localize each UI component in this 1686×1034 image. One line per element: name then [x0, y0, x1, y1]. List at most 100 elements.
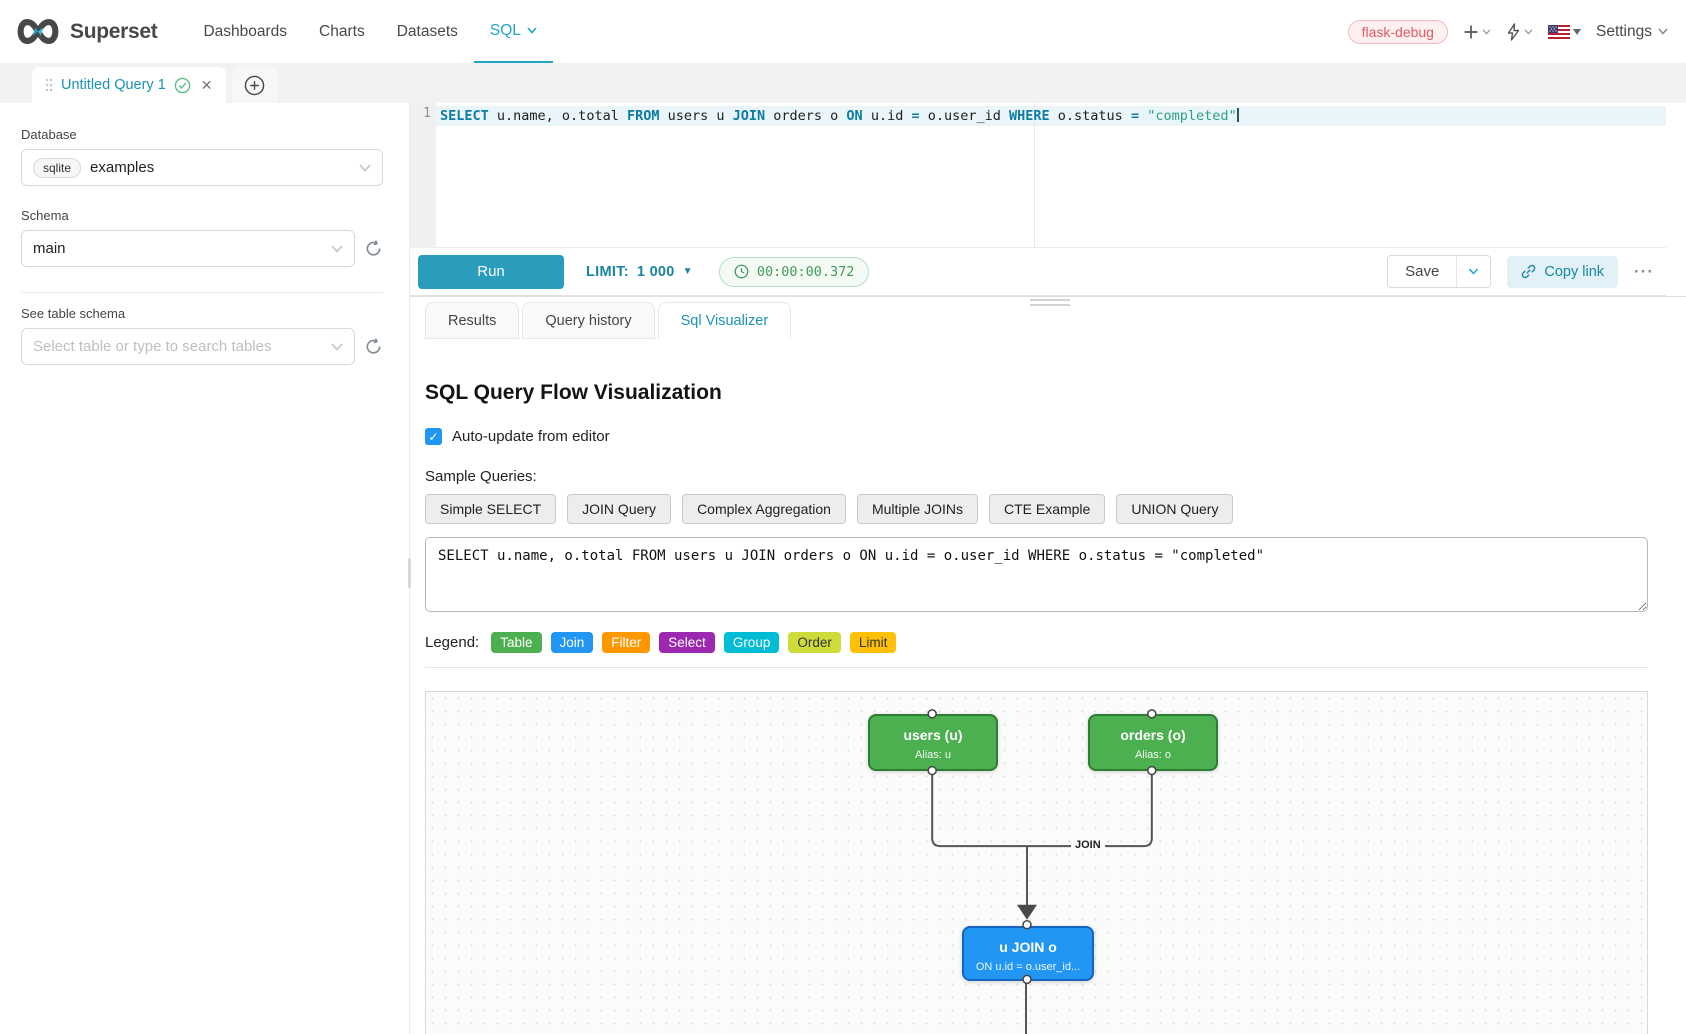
table-schema-label: See table schema [21, 306, 126, 321]
tab-sql-visualizer[interactable]: Sql Visualizer [657, 302, 792, 339]
node-title: users (u) [903, 727, 963, 743]
caret-down-icon: ▼ [682, 266, 693, 277]
query-timer: 00:00:00.372 [718, 256, 870, 287]
schema-select[interactable]: main [21, 230, 355, 267]
new-query-tab-button[interactable] [231, 67, 278, 103]
sql-token: orders o [765, 108, 847, 124]
brand-name: Superset [70, 19, 158, 43]
clock-icon [734, 264, 749, 279]
node-title: orders (o) [1120, 727, 1186, 743]
caret-down-icon [1572, 28, 1581, 35]
query-tab-label: Untitled Query 1 [61, 77, 166, 93]
query-tab-active[interactable]: Untitled Query 1 ✕ [32, 67, 226, 103]
edge-label-join: JOIN [1071, 838, 1105, 852]
query-search-menu[interactable] [1506, 22, 1533, 41]
nav-charts[interactable]: Charts [319, 22, 365, 40]
new-item-menu[interactable] [1463, 24, 1491, 40]
close-tab-icon[interactable]: ✕ [200, 76, 213, 93]
sql-token: o.user_id [919, 108, 1010, 124]
navbar-right: flask-debug [1347, 19, 1668, 44]
refresh-icon[interactable] [364, 337, 383, 356]
save-options-caret[interactable] [1456, 256, 1490, 287]
sql-token: u.id [862, 108, 912, 124]
top-navbar: Superset Dashboards Charts Datasets SQL … [0, 0, 1686, 63]
limit-label: LIMIT: [586, 263, 629, 280]
chevron-down-icon [331, 342, 343, 351]
results-tab-bar: Results Query history Sql Visualizer [425, 302, 1686, 339]
sql-lab-sidebar: Database sqlite examples Schema main [0, 103, 411, 1034]
node-subtitle: Alias: u [914, 749, 952, 761]
legend: Legend: Table Join Filter Select Group O… [425, 632, 1648, 653]
sql-token: SELECT [440, 108, 489, 124]
nav-dashboards[interactable]: Dashboards [203, 22, 288, 40]
pane-resize-handle[interactable] [1030, 299, 1070, 309]
chevron-down-icon [1469, 268, 1479, 275]
query-input[interactable]: SELECT u.name, o.total FROM users u JOIN… [425, 537, 1648, 612]
database-select[interactable]: sqlite examples [21, 149, 383, 186]
run-button[interactable]: Run [418, 254, 564, 289]
language-picker[interactable] [1547, 24, 1581, 39]
limit-dropdown[interactable]: LIMIT: 1 000 ▼ [586, 264, 693, 280]
flow-edges [927, 709, 1157, 1034]
sql-token: u.name, o.total [488, 108, 627, 124]
sample-join-query[interactable]: JOIN Query [567, 494, 672, 524]
sample-cte-example[interactable]: CTE Example [988, 494, 1106, 524]
table-select[interactable]: Select table or type to search tables [21, 328, 355, 365]
database-value: examples [90, 159, 155, 176]
flow-node-users[interactable]: users (u) Alias: u [868, 714, 998, 771]
table-select-placeholder: Select table or type to search tables [33, 338, 272, 355]
chevron-down-icon [1524, 28, 1533, 35]
sql-visualizer-panel: SQL Query Flow Visualization ✓ Auto-upda… [410, 339, 1686, 1034]
schema-value: main [33, 240, 66, 257]
south-pane-divider [410, 296, 1686, 306]
tab-results[interactable]: Results [425, 302, 520, 339]
more-actions-button[interactable]: ··· [1634, 261, 1654, 281]
sql-token: JOIN [732, 108, 766, 124]
sample-simple-select[interactable]: Simple SELECT [425, 494, 557, 524]
sql-code-editor[interactable]: 1 SELECT u.name, o.total FROM users u JO… [410, 103, 1666, 248]
legend-badge-order: Order [788, 632, 841, 653]
us-flag-icon [1547, 24, 1570, 39]
sidebar-resize-handle[interactable] [408, 558, 411, 588]
superset-logo[interactable]: Superset [16, 18, 158, 45]
flow-canvas[interactable]: users (u) Alias: u orders (o) Alias: o u… [425, 691, 1648, 1034]
chevron-down-icon [331, 244, 343, 253]
flow-node-orders[interactable]: orders (o) Alias: o [1088, 714, 1218, 771]
drag-grip-icon[interactable] [45, 78, 53, 92]
settings-menu[interactable]: Settings [1596, 23, 1668, 41]
nav-datasets[interactable]: Datasets [396, 22, 458, 40]
text-cursor [1236, 108, 1239, 122]
sample-union-query[interactable]: UNION Query [1116, 494, 1234, 524]
sql-token: = [911, 108, 920, 124]
editor-gutter: 1 [410, 103, 436, 247]
sql-token: "completed" [1147, 108, 1237, 124]
sample-complex-aggregation[interactable]: Complex Aggregation [682, 494, 846, 524]
query-tab-bar: Untitled Query 1 ✕ [0, 63, 1686, 103]
active-line-highlight [436, 106, 1666, 126]
sidebar-divider [21, 292, 383, 293]
plus-circle-icon [244, 75, 265, 95]
flow-node-join[interactable]: u JOIN o ON u.id = o.user_id... [962, 926, 1094, 981]
schema-label: Schema [21, 208, 69, 223]
legend-label: Legend: [425, 634, 480, 651]
chevron-down-icon [1482, 28, 1491, 35]
legend-badge-table: Table [491, 632, 542, 653]
lightning-icon [1507, 22, 1520, 41]
print-margin-ruler [1034, 103, 1035, 247]
nav-sql[interactable]: SQL [473, 0, 553, 63]
node-subtitle: Alias: o [1134, 749, 1172, 761]
sample-multiple-joins[interactable]: Multiple JOINs [856, 494, 978, 524]
node-title: u JOIN o [999, 939, 1057, 955]
check-circle-icon [174, 77, 191, 93]
sql-token: o.status [1049, 108, 1131, 124]
copy-link-button[interactable]: Copy link [1507, 255, 1619, 288]
link-icon [1522, 264, 1536, 279]
main-nav: Dashboards Charts Datasets SQL [187, 0, 553, 63]
sql-token: ON [846, 108, 863, 124]
copy-link-label: Copy link [1544, 263, 1605, 280]
tab-query-history[interactable]: Query history [522, 302, 655, 339]
save-button[interactable]: Save [1405, 263, 1440, 280]
content-divider [425, 667, 1648, 668]
refresh-icon[interactable] [364, 239, 383, 258]
auto-update-checkbox[interactable]: ✓ [425, 428, 442, 445]
